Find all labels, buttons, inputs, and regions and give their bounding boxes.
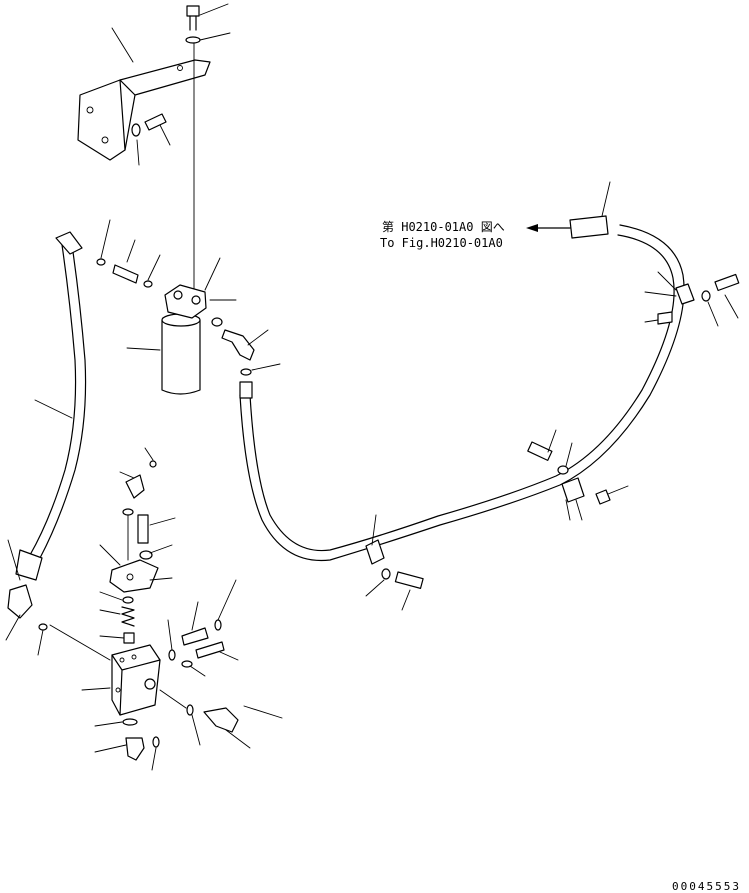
hose-clamp-1 <box>365 539 385 565</box>
bottom-plug <box>125 737 145 761</box>
mounting-bracket <box>77 59 211 161</box>
spring <box>121 606 135 627</box>
top-bolt <box>185 5 201 44</box>
straight-fitting-2 <box>195 641 225 659</box>
left-hose <box>15 231 87 581</box>
connector-fitting <box>112 264 153 288</box>
valve-elbow <box>125 474 145 499</box>
right-hose <box>239 215 685 562</box>
valve-bolt <box>137 514 149 544</box>
reference-label-ja: 第 H0210-01A0 図へ <box>382 220 505 234</box>
clamp-bolt-1 <box>394 571 424 589</box>
straight-fitting-1 <box>181 627 209 646</box>
clamp-bolt-2 <box>527 441 553 461</box>
clamp-bolt-3 <box>714 273 740 292</box>
valve-flange <box>109 559 159 593</box>
o-ring <box>211 317 223 327</box>
reference-label-en: To Fig.H0210-01A0 <box>380 236 503 250</box>
hose-elbow-bottom <box>203 707 239 733</box>
elbow-fitting <box>221 329 255 361</box>
hose-clamp-2 <box>561 477 585 503</box>
oil-filter <box>161 284 207 395</box>
hose-clamp-3 <box>675 283 695 305</box>
bottom-left-elbow <box>7 584 33 619</box>
bracket-bolt <box>131 113 167 137</box>
document-number: 00045553 <box>672 880 741 893</box>
valve-block <box>111 644 161 716</box>
